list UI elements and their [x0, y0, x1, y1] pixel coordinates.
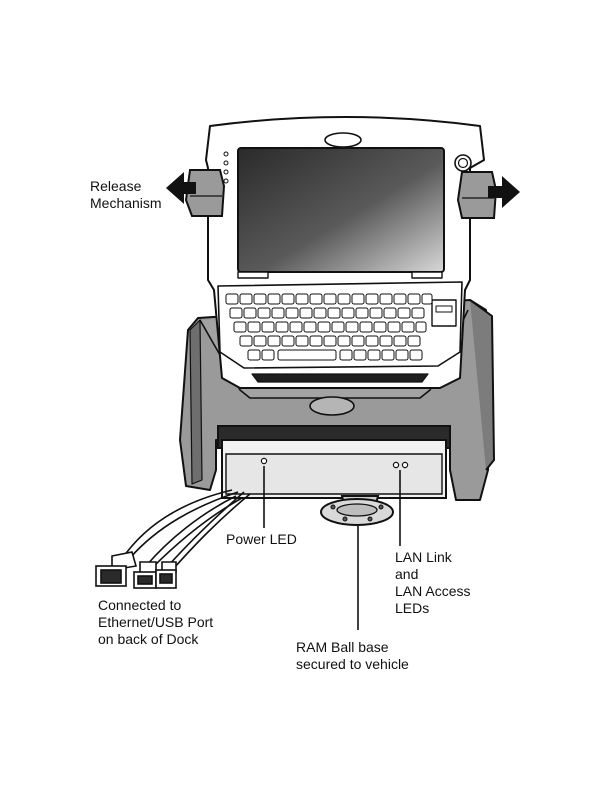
- power-led-label: Power LED: [226, 531, 297, 548]
- dock-front-plate: [218, 426, 450, 498]
- release-mechanism-label: Release Mechanism: [90, 178, 162, 212]
- ram-ball-base-label: RAM Ball base secured to vehicle: [296, 639, 409, 673]
- laptop-screen: [238, 148, 444, 272]
- dock-logo-oval: [310, 397, 354, 415]
- lan-leds-label: LAN Link and LAN Access LEDs: [395, 549, 470, 617]
- top-handle-oval: [325, 133, 361, 147]
- usb-connector-1: [134, 562, 156, 588]
- ethernet-connector: [96, 552, 136, 586]
- laptop-device: [206, 117, 484, 388]
- ram-ball-base: [321, 496, 393, 525]
- lan-access-led: [402, 462, 407, 467]
- connected-ethernet-usb-label: Connected to Ethernet/USB Port on back o…: [98, 597, 213, 648]
- power-led: [261, 458, 266, 463]
- side-module: [432, 300, 456, 326]
- usb-connector-2: [156, 562, 176, 588]
- cables: [124, 490, 250, 568]
- lan-link-led: [393, 462, 398, 467]
